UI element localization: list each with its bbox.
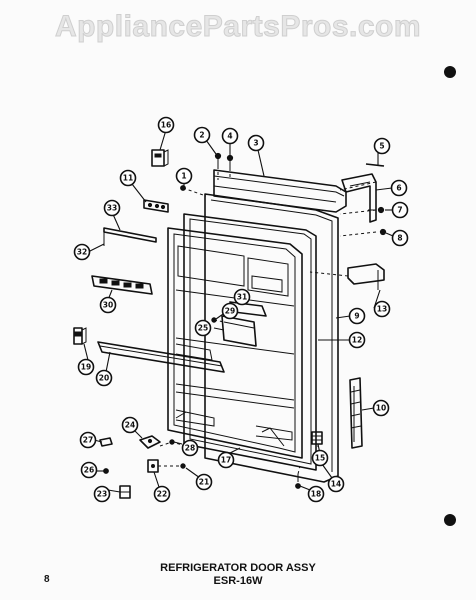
svg-text:24: 24 <box>125 421 135 430</box>
svg-text:4: 4 <box>227 132 232 141</box>
callout-15: 15 <box>311 449 329 467</box>
svg-text:33: 33 <box>107 204 117 213</box>
callout-5: 5 <box>373 137 391 155</box>
svg-text:11: 11 <box>123 174 133 183</box>
callout-21: 21 <box>195 473 213 491</box>
callout-16: 16 <box>157 116 175 134</box>
shelf-rail <box>103 227 157 246</box>
handle-bracket <box>143 199 169 213</box>
svg-text:19: 19 <box>81 363 91 372</box>
callout-11: 11 <box>119 169 137 187</box>
bottom-hinge <box>139 435 161 449</box>
svg-text:14: 14 <box>331 480 341 489</box>
door-handle-trim <box>97 341 225 373</box>
callout-22: 22 <box>153 485 171 503</box>
mount-bracket <box>347 263 385 290</box>
svg-text:10: 10 <box>376 404 386 413</box>
callout-28: 28 <box>181 439 199 457</box>
page-number: 8 <box>44 574 50 585</box>
screw-icon <box>214 152 222 166</box>
svg-text:2: 2 <box>199 131 204 140</box>
callout-7: 7 <box>391 201 409 219</box>
callout-3: 3 <box>247 134 265 152</box>
watermark: AppliancePartsPros.com <box>54 10 422 44</box>
svg-text:3: 3 <box>253 139 258 148</box>
caption-model: ESR-16W <box>213 575 263 587</box>
svg-text:18: 18 <box>311 490 321 499</box>
svg-text:23: 23 <box>97 490 107 499</box>
callout-25: 25 <box>194 319 212 337</box>
door-top-cap <box>213 169 347 213</box>
door-inner-liner <box>167 227 303 459</box>
svg-text:30: 30 <box>103 301 113 310</box>
door-stop-block <box>119 485 131 499</box>
dairy-door <box>211 301 267 347</box>
svg-text:13: 13 <box>377 305 387 314</box>
callout-23: 23 <box>93 485 111 503</box>
hinge-washer <box>99 437 113 447</box>
callout-32: 32 <box>73 243 91 261</box>
svg-text:25: 25 <box>198 324 208 333</box>
svg-text:26: 26 <box>84 466 94 475</box>
door-shelf-tray <box>91 275 153 295</box>
callout-17: 17 <box>217 451 235 469</box>
svg-text:20: 20 <box>99 374 109 383</box>
callout-14: 14 <box>327 475 345 493</box>
callout-31: 31 <box>233 288 251 306</box>
callout-20: 20 <box>95 369 113 387</box>
hinge-bracket <box>341 163 385 223</box>
svg-text:12: 12 <box>352 336 362 345</box>
callout-6: 6 <box>390 179 408 197</box>
svg-text:6: 6 <box>396 184 401 193</box>
callout-9: 9 <box>348 307 366 325</box>
svg-text:29: 29 <box>225 307 235 316</box>
svg-text:8: 8 <box>397 234 402 243</box>
diagram-caption: REFRIGERATOR DOOR ASSY ESR-16W <box>0 562 476 588</box>
svg-text:16: 16 <box>161 121 171 130</box>
callout-12: 12 <box>348 331 366 349</box>
callout-27: 27 <box>79 431 97 449</box>
binder-hole-mark <box>444 66 456 78</box>
callout-26: 26 <box>80 461 98 479</box>
callout-8: 8 <box>391 229 409 247</box>
screw-icon <box>103 468 109 474</box>
callout-1: 1 <box>175 167 193 185</box>
svg-text:15: 15 <box>315 454 325 463</box>
spring-icon <box>311 431 323 445</box>
screw-icon <box>368 206 385 214</box>
callout-4: 4 <box>221 127 239 145</box>
svg-text:7: 7 <box>397 206 402 215</box>
svg-text:9: 9 <box>354 312 359 321</box>
svg-text:22: 22 <box>157 490 167 499</box>
svg-text:31: 31 <box>237 293 247 302</box>
caption-title: REFRIGERATOR DOOR ASSY <box>160 562 316 574</box>
binder-hole-mark <box>444 514 456 526</box>
svg-text:28: 28 <box>185 444 195 453</box>
svg-text:5: 5 <box>379 142 384 151</box>
hinge-plug <box>73 327 87 345</box>
callout-33: 33 <box>103 199 121 217</box>
callout-13: 13 <box>373 300 391 318</box>
door-stop-bracket <box>151 149 169 167</box>
door-side-strip <box>349 377 363 449</box>
callout-2: 2 <box>193 126 211 144</box>
svg-text:32: 32 <box>77 248 87 257</box>
callout-24: 24 <box>121 416 139 434</box>
svg-text:17: 17 <box>221 456 231 465</box>
screw-icon <box>379 228 387 236</box>
callout-19: 19 <box>77 358 95 376</box>
hinge-plate <box>147 459 159 473</box>
callout-10: 10 <box>372 399 390 417</box>
callout-30: 30 <box>99 296 117 314</box>
callout-29: 29 <box>221 302 239 320</box>
screw-icon <box>226 154 234 168</box>
door-shell <box>204 193 339 483</box>
svg-text:21: 21 <box>199 478 209 487</box>
svg-text:1: 1 <box>181 172 186 181</box>
callout-18: 18 <box>307 485 325 503</box>
svg-text:27: 27 <box>83 436 93 445</box>
